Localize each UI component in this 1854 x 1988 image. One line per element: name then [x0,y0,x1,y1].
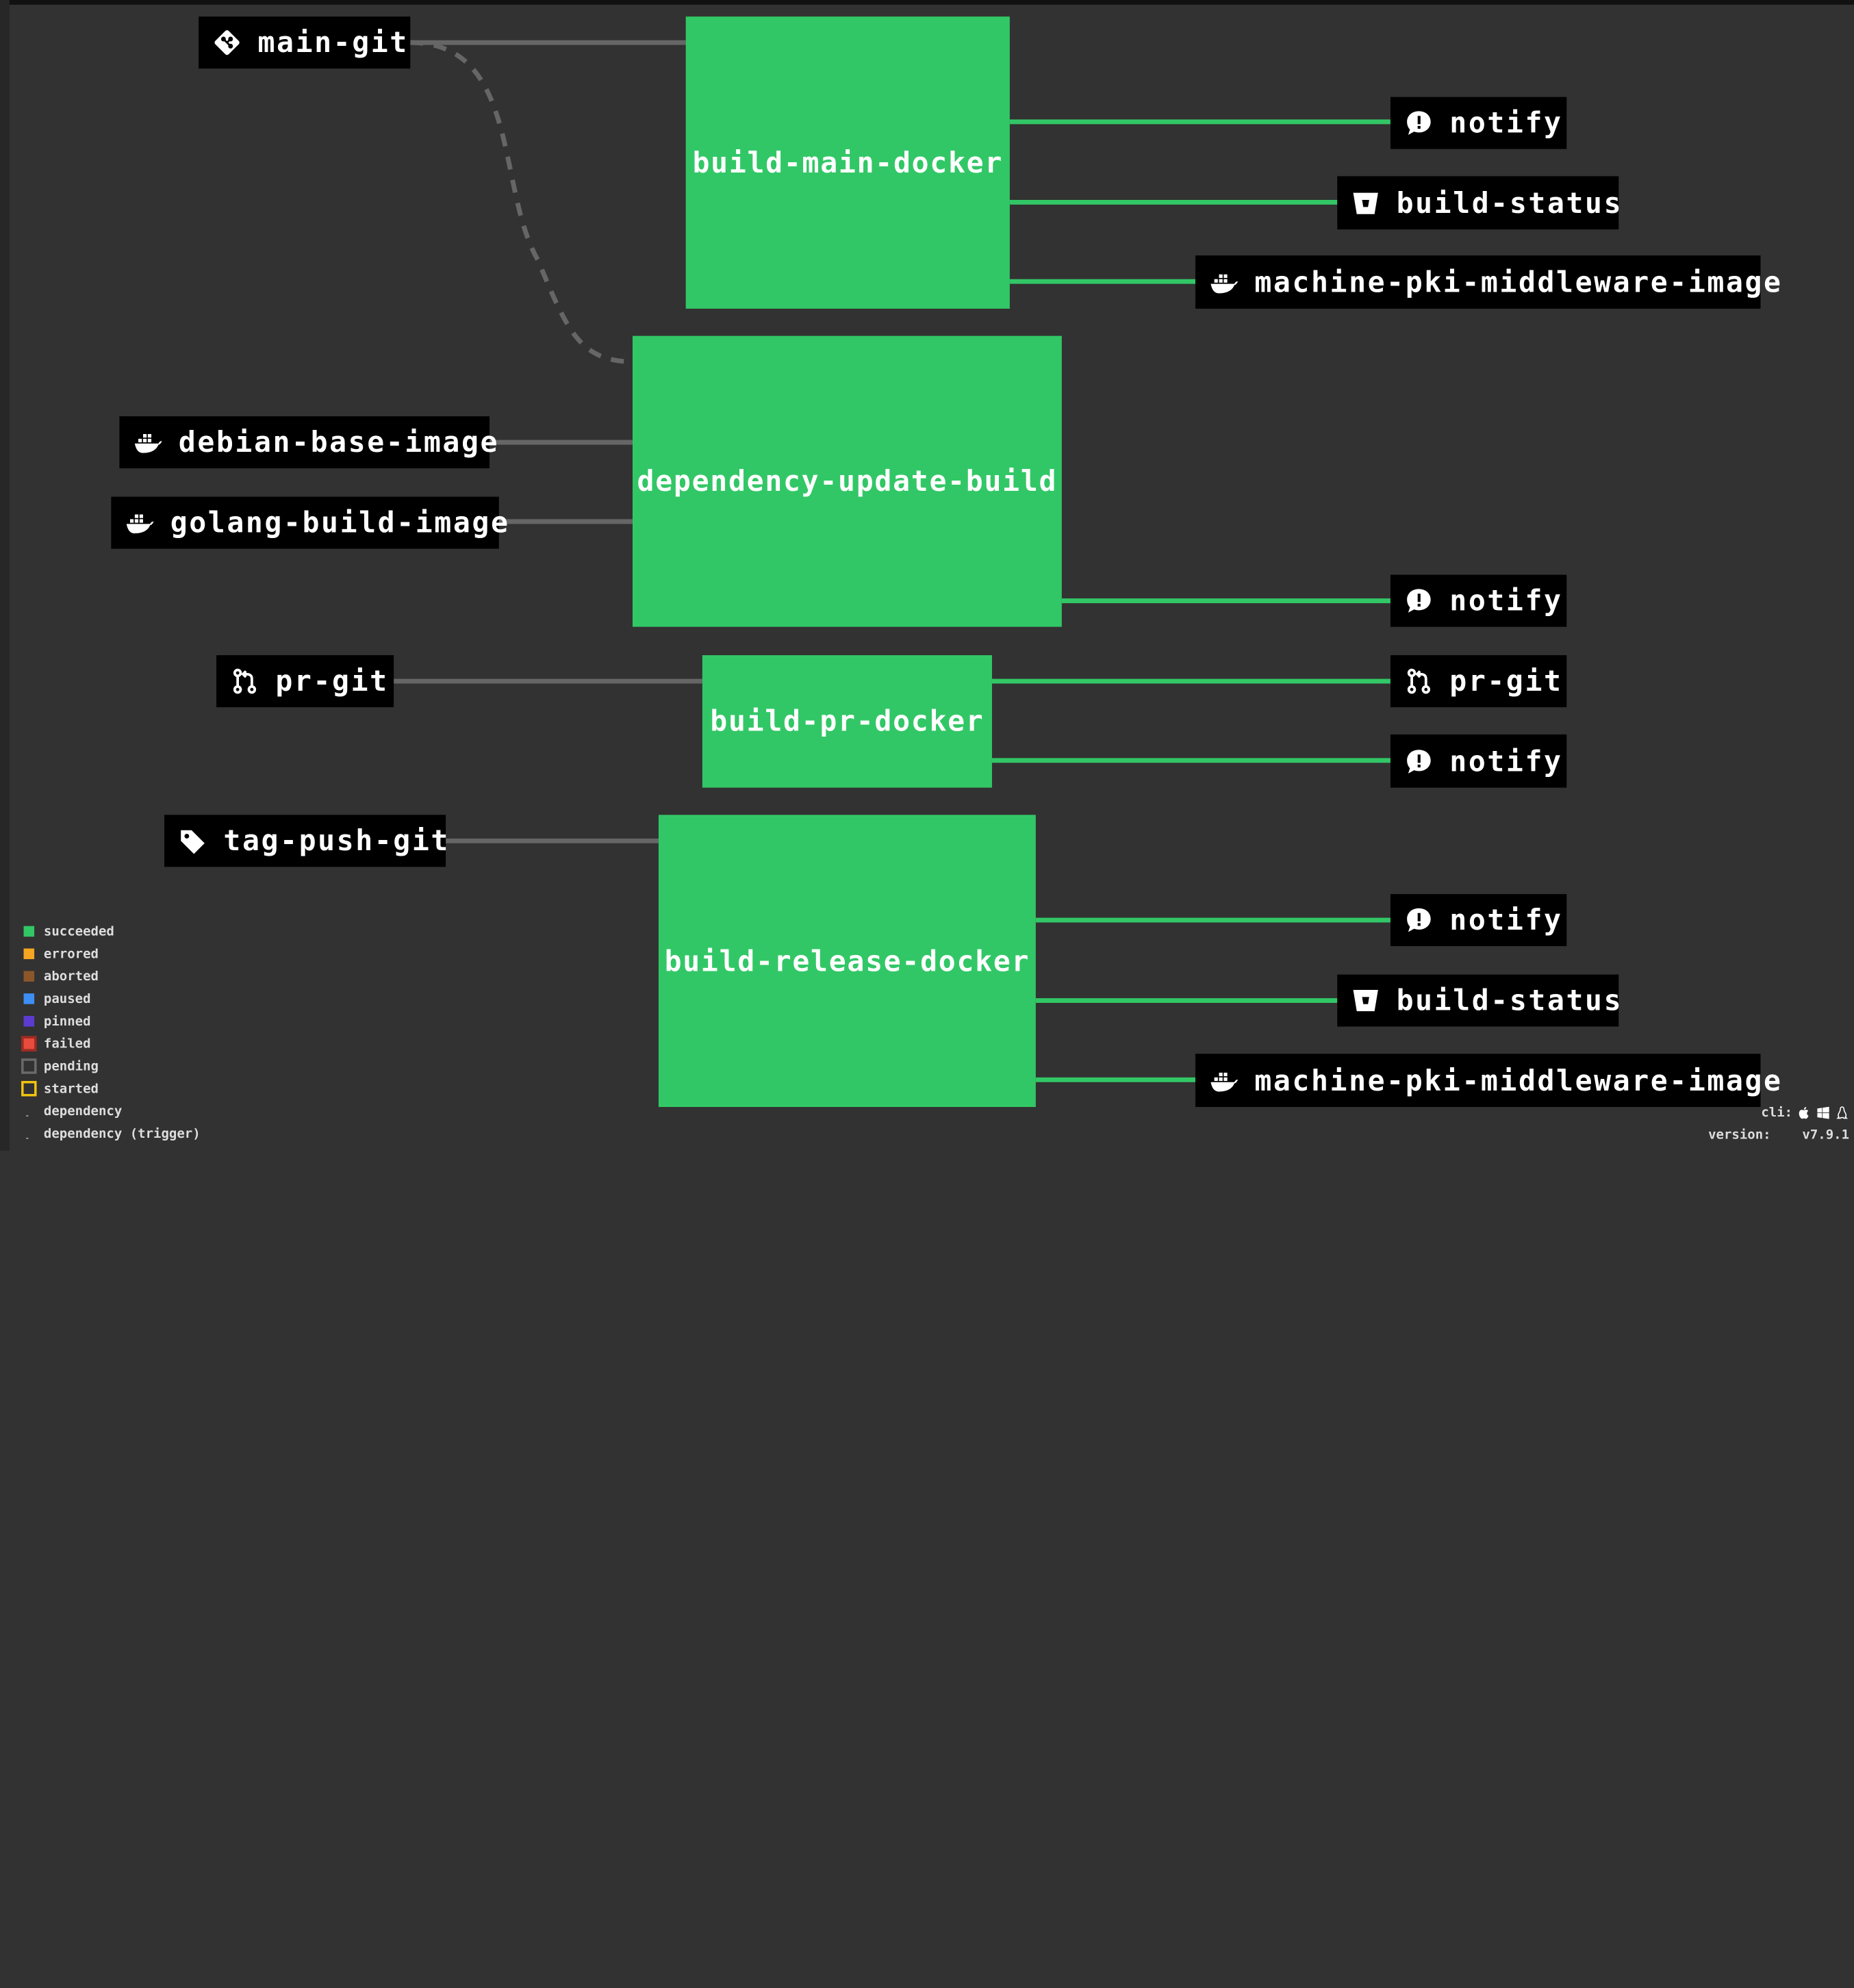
bitbucket-icon [1351,986,1380,1015]
resource-label: golang-build-image [170,506,510,539]
resource-notify[interactable]: notify [1390,574,1567,627]
legend-label: dependency (trigger) [43,1125,201,1142]
job-label: build-release-docker [664,944,1030,978]
legend-label: paused [43,991,91,1007]
docker-icon [1210,1066,1239,1094]
legend-swatch [23,948,35,960]
version-value: v7.9.1 [1802,1127,1850,1143]
legend-label: succeeded [43,923,114,939]
tag-icon [179,827,207,855]
resource-label: debian-base-image [178,425,500,459]
resource-main-git[interactable]: main-git [199,16,411,69]
legend-swatch [24,1106,35,1117]
resource-build-status[interactable]: build-status [1337,176,1621,230]
chat-alert-icon [1405,747,1433,775]
job-label: dependency-update-build [637,464,1058,498]
job-build-pr-docker[interactable]: build-pr-docker [702,655,992,788]
legend-label: dependency [43,1103,123,1119]
legend-item-failed: failed [21,1036,91,1052]
linux-icon[interactable] [1835,1105,1849,1119]
resource-golang-build-image[interactable]: golang-build-image [111,496,508,549]
pull-request-icon [231,667,259,695]
resource-label: build-status [1396,984,1623,1017]
legend-item-dependency: dependency [24,1103,123,1119]
job-label: build-main-docker [692,146,1004,179]
chat-alert-icon [1405,587,1433,615]
resource-machine-pki-middleware-image[interactable]: machine-pki-middleware-image [1195,1054,1781,1108]
cli-label: cli: [1761,1104,1793,1121]
resource-label: tag-push-git [223,824,450,858]
legend-item-paused: paused [23,991,91,1007]
resource-notify[interactable]: notify [1390,894,1567,947]
resource-build-status[interactable]: build-status [1337,974,1621,1027]
version-info: version: v7.9.1 [1708,1127,1849,1142]
resource-label: machine-pki-middleware-image [1254,265,1783,299]
resource-pr-git[interactable]: pr-git [216,655,394,708]
job-build-release-docker[interactable]: build-release-docker [658,815,1036,1108]
legend-label: pinned [43,1013,91,1030]
edge-main-git-to-dependency-update-build [410,40,633,365]
resource-tag-push-git[interactable]: tag-push-git [164,815,448,867]
resource-pr-git-output[interactable]: pr-git [1390,655,1567,708]
resource-notify[interactable]: notify [1390,734,1567,788]
job-label: build-pr-docker [710,704,985,739]
resource-label: notify [1449,584,1563,617]
resource-label: pr-git [1449,664,1563,698]
job-dependency-update-build[interactable]: dependency-update-build [632,335,1062,627]
resource-label: main-git [257,26,409,60]
legend-item-errored: errored [23,946,99,962]
cli-downloads: cli: [1761,1105,1849,1120]
pipeline-edges [394,40,1390,1082]
legend-label: started [43,1081,99,1097]
resource-label: notify [1449,106,1563,140]
legend-item-aborted: aborted [23,968,99,984]
legend-item-succeeded: succeeded [23,923,114,939]
pull-request-icon [1405,667,1433,695]
git-icon [213,28,241,56]
legend-swatch [23,971,35,982]
legend-label: errored [43,946,99,962]
bitbucket-icon [1351,189,1380,217]
resource-label: notify [1449,744,1563,778]
legend-swatch [23,1016,35,1027]
version-label: version: [1708,1127,1771,1143]
legend-swatch [24,1128,35,1139]
legend-item-pinned: pinned [23,1013,91,1030]
legend-swatch [21,1081,37,1097]
legend-label: aborted [43,968,99,984]
resource-machine-pki-middleware-image[interactable]: machine-pki-middleware-image [1195,255,1781,309]
legend-label: pending [43,1058,99,1074]
legend-swatch [23,993,35,1004]
resource-label: notify [1449,903,1563,937]
legend-swatch [21,1058,37,1074]
chat-alert-icon [1405,109,1433,137]
top-bar [0,0,1854,5]
resource-debian-base-image[interactable]: debian-base-image [119,416,497,469]
resource-label: build-status [1396,186,1623,220]
job-build-main-docker[interactable]: build-main-docker [685,16,1010,309]
resource-notify[interactable]: notify [1390,97,1567,149]
windows-icon[interactable] [1816,1105,1831,1119]
resource-label: machine-pki-middleware-image [1254,1063,1783,1097]
side-bar-edge [0,0,10,1151]
legend-swatch [21,1036,37,1052]
legend-item-dependency-trigger: dependency (trigger) [24,1126,201,1141]
chat-alert-icon [1405,906,1433,934]
docker-icon [125,509,154,537]
docker-icon [134,428,162,456]
docker-icon [1210,268,1239,296]
legend-item-started: started [21,1081,99,1097]
apple-icon[interactable] [1797,1105,1812,1119]
legend-swatch [23,926,35,937]
resource-label: pr-git [275,664,389,698]
legend-item-pending: pending [21,1058,99,1074]
legend-label: failed [43,1036,91,1052]
